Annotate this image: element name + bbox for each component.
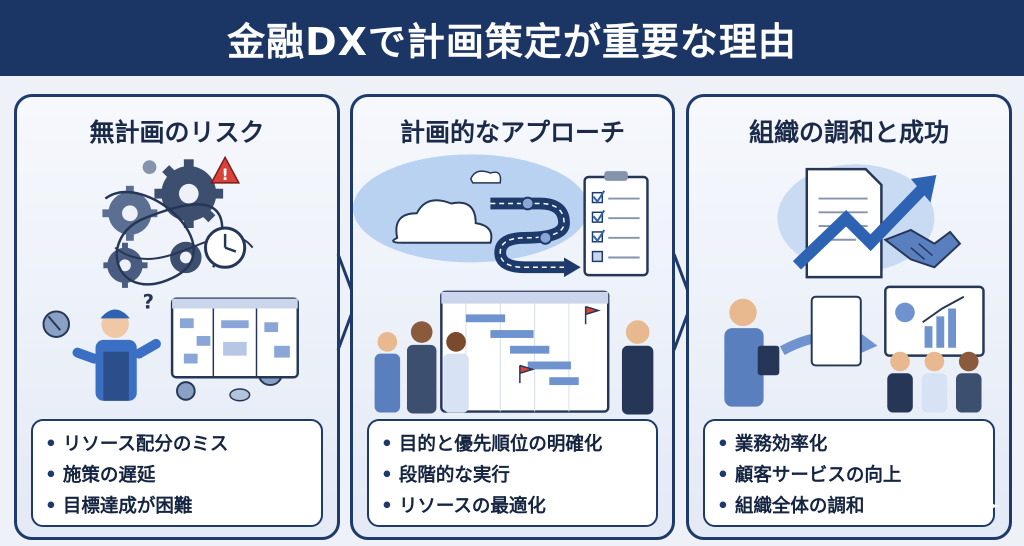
list-item-text: リソースの最適化	[398, 496, 546, 517]
warning-mark: !	[222, 165, 229, 184]
risk-list: •リソース配分のミス •施策の遅延 •目標達成が困難	[31, 419, 323, 527]
list-item-text: 顧客サービスの向上	[734, 465, 902, 486]
list-item: •リソースの最適化	[381, 496, 546, 517]
success-list: •業務効率化 •顧客サービスの向上 •組織全体の調和	[703, 419, 995, 527]
list-item: •業務効率化	[717, 434, 828, 455]
panel-approach: 計画的なアプローチ	[350, 94, 675, 540]
task-board	[170, 297, 299, 379]
road-arrow-icon	[490, 196, 581, 278]
list-item-text: 目的と優先順位の明確化	[398, 434, 603, 455]
worker-figure: ?	[72, 291, 161, 401]
title-banner: 金融DXで計画策定が重要な理由	[0, 0, 1024, 76]
team-figures	[374, 320, 654, 415]
chart-board-icon	[884, 285, 985, 357]
panel-risk: 無計画のリスク	[14, 94, 340, 540]
list-item: •目標達成が困難	[45, 496, 193, 517]
list-item: •施策の遅延	[45, 465, 156, 486]
panel-success: 組織の調和と成功	[686, 94, 1012, 540]
gear-icon	[103, 242, 148, 288]
panel-title-success: 組織の調和と成功	[748, 118, 949, 147]
list-item-text: リソース配分のミス	[62, 434, 229, 455]
clock-icon	[203, 226, 247, 269]
list-item: •目的と優先順位の明確化	[381, 434, 603, 455]
approach-list: •目的と優先順位の明確化 •段階的な実行 •リソースの最適化	[367, 419, 658, 527]
gear-icon	[154, 159, 224, 229]
panel-title-risk: 無計画のリスク	[89, 118, 265, 147]
trend-arrow-icon	[792, 175, 937, 270]
page-title: 金融DXで計画策定が重要な理由	[227, 19, 797, 64]
list-item: •組織全体の調和	[717, 496, 865, 517]
team-figures	[724, 295, 982, 413]
list-item: •顧客サービスの向上	[717, 465, 902, 486]
checklist-icon	[583, 171, 649, 277]
list-item-text: 目標達成が困難	[62, 496, 193, 517]
gantt-chart-icon	[440, 290, 610, 413]
warning-icon: !	[210, 155, 241, 184]
sparkle-icon	[968, 490, 1000, 522]
question-mark: ?	[143, 291, 154, 314]
cloud-icon	[392, 170, 502, 244]
risk-illustration: ! ?	[42, 155, 299, 402]
success-illustration	[724, 164, 985, 413]
list-item-text: 段階的な実行	[398, 465, 510, 486]
list-item-text: 組織全体の調和	[734, 496, 865, 517]
list-item: •リソース配分のミス	[45, 434, 229, 455]
gear-icon	[102, 185, 158, 241]
approach-illustration	[353, 154, 654, 415]
handshake-icon	[883, 228, 962, 269]
list-item: •段階的な実行	[381, 465, 510, 486]
panel-title-approach: 計画的なアプローチ	[399, 118, 625, 147]
list-item-text: 施策の遅延	[62, 465, 156, 486]
list-item-text: 業務効率化	[734, 434, 828, 455]
